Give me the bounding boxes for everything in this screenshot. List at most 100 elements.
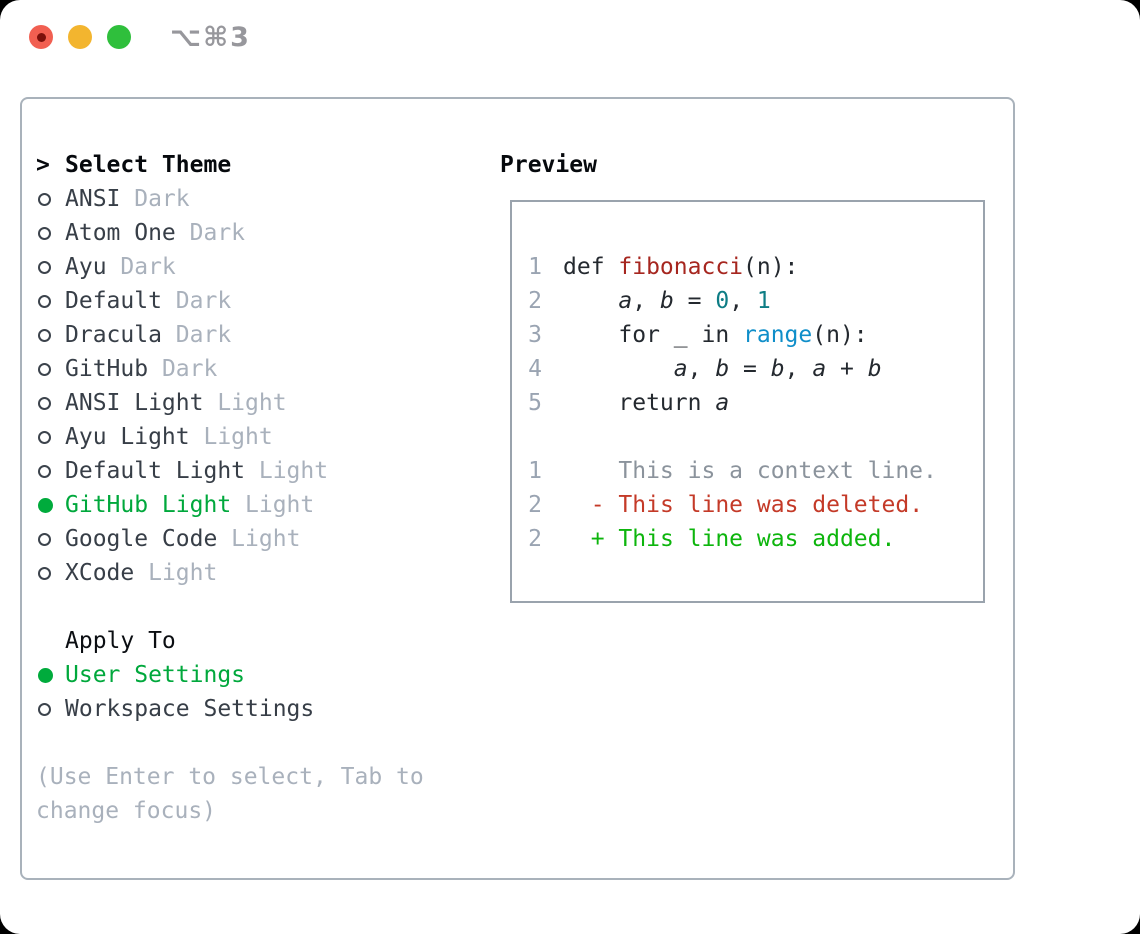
- preview-header: Preview: [500, 152, 597, 178]
- theme-name: GitHub: [65, 356, 149, 382]
- apply-option-label: User Settings: [65, 662, 246, 688]
- theme-item-ansi-dark[interactable]: ANSI Dark: [36, 182, 488, 216]
- theme-name: Default: [65, 288, 162, 314]
- theme-name: XCode: [65, 560, 135, 586]
- window-title: ⌥⌘3: [170, 21, 251, 53]
- theme-item-ayu-dark[interactable]: Ayu Dark: [36, 250, 488, 284]
- theme-variant: Dark: [175, 220, 246, 246]
- theme-name: Ayu Light: [65, 424, 190, 450]
- radio-icon: [38, 464, 51, 478]
- line-number: 1: [528, 254, 542, 280]
- radio-icon: [38, 566, 51, 580]
- theme-name: ANSI: [65, 186, 121, 212]
- theme-item-dracula-dark[interactable]: Dracula Dark: [36, 318, 488, 352]
- apply-to-header-label: Apply To: [65, 628, 176, 654]
- code-text: a, b = b, a + b: [673, 356, 882, 382]
- theme-item-default-dark[interactable]: Default Dark: [36, 284, 488, 318]
- preview-line: 4 a, b = b, a + b: [528, 352, 983, 386]
- preview-line: 3 for _ in range(n):: [528, 318, 983, 352]
- preview-line: 1 This is a context line.: [528, 454, 983, 488]
- code-text: This is a context line.: [563, 458, 937, 484]
- line-number: 2: [528, 288, 542, 314]
- line-number: 2: [528, 492, 542, 518]
- theme-item-atom-one-dark[interactable]: Atom One Dark: [36, 216, 488, 250]
- code-text: for _ in range(n):: [563, 322, 868, 348]
- preview-line: 2 + This line was added.: [528, 522, 983, 556]
- theme-name: GitHub Light: [65, 492, 232, 518]
- theme-variant: Light: [231, 492, 315, 518]
- code-text: return a: [563, 390, 730, 416]
- theme-name: Ayu: [65, 254, 107, 280]
- close-button[interactable]: [29, 25, 53, 49]
- radio-icon: [38, 260, 51, 274]
- code-text: def fibonacci(n):: [563, 254, 799, 280]
- radio-icon: [38, 362, 51, 376]
- spacer: [36, 726, 488, 760]
- theme-item-github-light-light[interactable]: GitHub Light Light: [36, 488, 488, 522]
- radio-icon: [38, 226, 51, 240]
- theme-variant: Light: [203, 390, 287, 416]
- radio-icon: [38, 702, 51, 716]
- theme-variant: Light: [134, 560, 218, 586]
- titlebar: ⌥⌘3: [0, 0, 1140, 74]
- radio-icon: [38, 328, 51, 342]
- preview-line: 2 a, b = 0, 1: [528, 284, 983, 318]
- radio-selected-icon: [38, 667, 53, 683]
- unsaved-dot-icon: [36, 32, 46, 42]
- apply-option-label: Workspace Settings: [65, 696, 315, 722]
- hint-text: (Use Enter to select, Tab to change focu…: [36, 764, 424, 824]
- theme-variant: Dark: [106, 254, 176, 280]
- code-text: + This line was added.: [590, 526, 896, 552]
- radio-icon: [38, 430, 51, 444]
- theme-name: Dracula: [65, 322, 162, 348]
- theme-item-ansi-light-light[interactable]: ANSI Light Light: [36, 386, 488, 420]
- line-number: 5: [528, 390, 542, 416]
- apply-option-workspace-settings[interactable]: Workspace Settings: [36, 692, 488, 726]
- code-text: - This line was deleted.: [590, 492, 924, 518]
- theme-item-xcode-light[interactable]: XCode Light: [36, 556, 488, 590]
- theme-item-default-light-light[interactable]: Default Light Light: [36, 454, 488, 488]
- preview-line: 5 return a: [528, 386, 983, 420]
- preview-line: [528, 420, 983, 454]
- preview-column: Preview: [500, 148, 597, 182]
- code-text: a, b = 0, 1: [618, 288, 771, 314]
- line-number: 4: [528, 356, 542, 382]
- theme-variant: Light: [189, 424, 273, 450]
- theme-variant: Dark: [161, 288, 232, 314]
- theme-item-ayu-light-light[interactable]: Ayu Light Light: [36, 420, 488, 454]
- apply-option-user-settings[interactable]: User Settings: [36, 658, 488, 692]
- radio-icon: [38, 532, 51, 546]
- preview-line: 2 - This line was deleted.: [528, 488, 983, 522]
- theme-item-google-code-light[interactable]: Google Code Light: [36, 522, 488, 556]
- radio-icon: [38, 192, 51, 206]
- spacer: [36, 590, 488, 624]
- apply-to-header: Apply To: [36, 624, 488, 658]
- theme-variant: Light: [245, 458, 329, 484]
- theme-item-github-dark[interactable]: GitHub Dark: [36, 352, 488, 386]
- theme-name: Default Light: [65, 458, 246, 484]
- cursor-marker: >: [36, 152, 50, 178]
- zoom-button[interactable]: [107, 25, 131, 49]
- theme-variant: Dark: [120, 186, 190, 212]
- preview-line: 1 def fibonacci(n):: [528, 250, 983, 284]
- theme-variant: Dark: [161, 322, 232, 348]
- theme-name: ANSI Light: [65, 390, 204, 416]
- line-number: 1: [528, 458, 542, 484]
- line-number: 2: [528, 526, 542, 552]
- select-theme-header-label: Select Theme: [65, 152, 232, 178]
- traffic-lights: [29, 25, 131, 49]
- radio-icon: [38, 294, 51, 308]
- theme-name: Google Code: [65, 526, 218, 552]
- theme-variant: Light: [217, 526, 301, 552]
- radio-icon: [38, 396, 51, 410]
- theme-name: Atom One: [65, 220, 176, 246]
- minimize-button[interactable]: [68, 25, 92, 49]
- select-theme-header: > Select Theme: [36, 148, 488, 182]
